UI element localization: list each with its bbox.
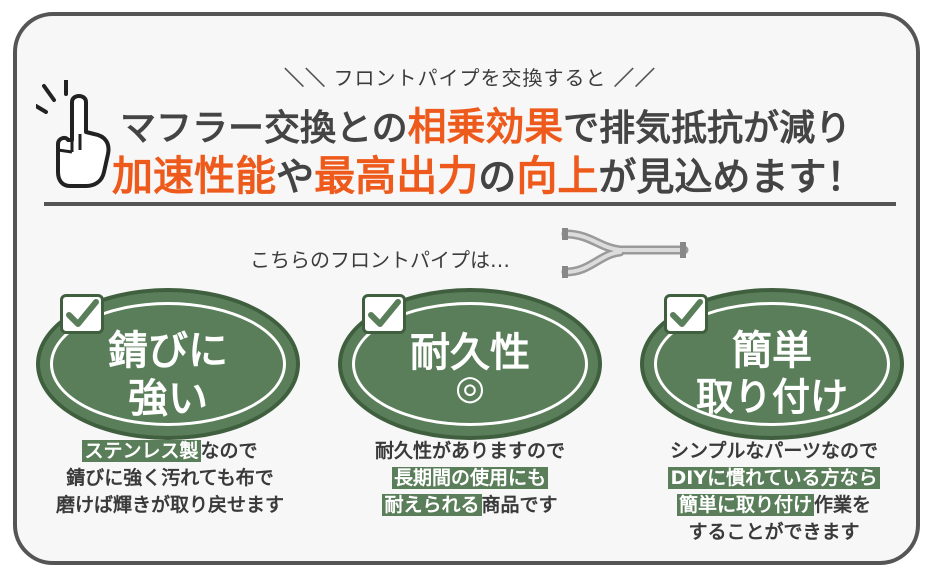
feature-title-line2: ◎: [455, 368, 485, 408]
badge-ring: [654, 302, 890, 426]
badge-ring: [352, 302, 588, 426]
desc-text: 磨けば輝きが取り戻せます: [55, 494, 284, 516]
feature-badge-rust: 錆びに 強い: [36, 288, 300, 440]
headline1-emphasis: 相乗効果: [407, 105, 564, 150]
slash-decoration-right: ／／: [613, 66, 656, 90]
desc-text: なので: [200, 440, 258, 462]
desc-highlight: ステンレス製: [82, 440, 201, 462]
desc-highlight: 長期間の使用にも: [391, 467, 548, 489]
headline2-emphasis-1: 加速性能: [112, 152, 277, 200]
desc-line: 長期間の使用にも: [340, 465, 600, 492]
feature-title-line1: 耐久性: [410, 330, 530, 376]
desc-text: することができます: [688, 521, 860, 543]
pointing-hand-icon: [36, 80, 111, 188]
desc-line: することができます: [646, 519, 902, 546]
feature-title-line1: 簡単: [732, 328, 812, 374]
headline2-emphasis-3: 向上: [516, 152, 599, 200]
desc-highlight: 耐えられる: [382, 494, 482, 516]
desc-line: 錆びに強く汚れても布で: [40, 465, 300, 492]
feature-description-durability: 耐久性がありますので 長期間の使用にも 耐えられる商品です: [340, 438, 600, 519]
desc-text: 錆びに強く汚れても布で: [66, 467, 274, 489]
headline2-post: が見込めます！: [598, 155, 865, 199]
desc-line: 簡単に取り付け作業を: [646, 492, 902, 519]
intro-text: こちらのフロントパイプは…: [250, 248, 510, 272]
headline2-mid-1: や: [276, 155, 315, 199]
desc-text: 商品です: [481, 494, 558, 516]
desc-text: 耐久性がありますので: [374, 440, 565, 462]
checkmark-icon: [664, 294, 708, 334]
slash-decoration-left: ＼＼: [284, 66, 327, 90]
desc-line: ステンレス製なので: [40, 438, 300, 465]
checkmark-icon: [362, 294, 406, 334]
headline2-mid-2: の: [478, 155, 517, 199]
desc-line: シンプルなパーツなので: [646, 438, 902, 465]
desc-line: 耐えられる商品です: [340, 492, 600, 519]
divider: [44, 202, 896, 206]
headline-line-1: マフラー交換との相乗効果で排気抵抗が減り: [120, 96, 920, 152]
desc-highlight: 簡単に取り付け: [676, 494, 814, 516]
feature-description-easy-install: シンプルなパーツなので DIYに慣れている方なら 簡単に取り付け作業を すること…: [646, 438, 902, 546]
headline1-pre: マフラー交換との: [120, 108, 408, 149]
feature-title-line2: 取り付け: [695, 375, 848, 419]
desc-line: DIYに慣れている方なら: [646, 465, 902, 492]
desc-text: シンプルなパーツなので: [669, 440, 879, 462]
headline2-emphasis-2: 最高出力: [314, 152, 479, 200]
kicker-text: フロントパイプを交換すると: [333, 66, 607, 90]
feature-description-rust: ステンレス製なので 錆びに強く汚れても布で 磨けば輝きが取り戻せます: [40, 438, 300, 519]
desc-line: 耐久性がありますので: [340, 438, 600, 465]
kicker: ＼＼ フロントパイプを交換すると ／／: [0, 62, 940, 91]
headline-line-2: 加速性能や最高出力の向上が見込めます！: [112, 142, 912, 202]
desc-line: 磨けば輝きが取り戻せます: [40, 492, 300, 519]
feature-title-line2: 強い: [128, 376, 208, 422]
desc-highlight: DIYに慣れている方なら: [668, 467, 880, 489]
checkmark-icon: [60, 294, 104, 334]
feature-title-line1: 錆びに: [108, 328, 228, 374]
front-pipe-image: [561, 228, 689, 278]
desc-text: 作業を: [814, 494, 872, 516]
headline1-post: で排気抵抗が減り: [563, 108, 852, 149]
badge-ring: [50, 302, 286, 426]
